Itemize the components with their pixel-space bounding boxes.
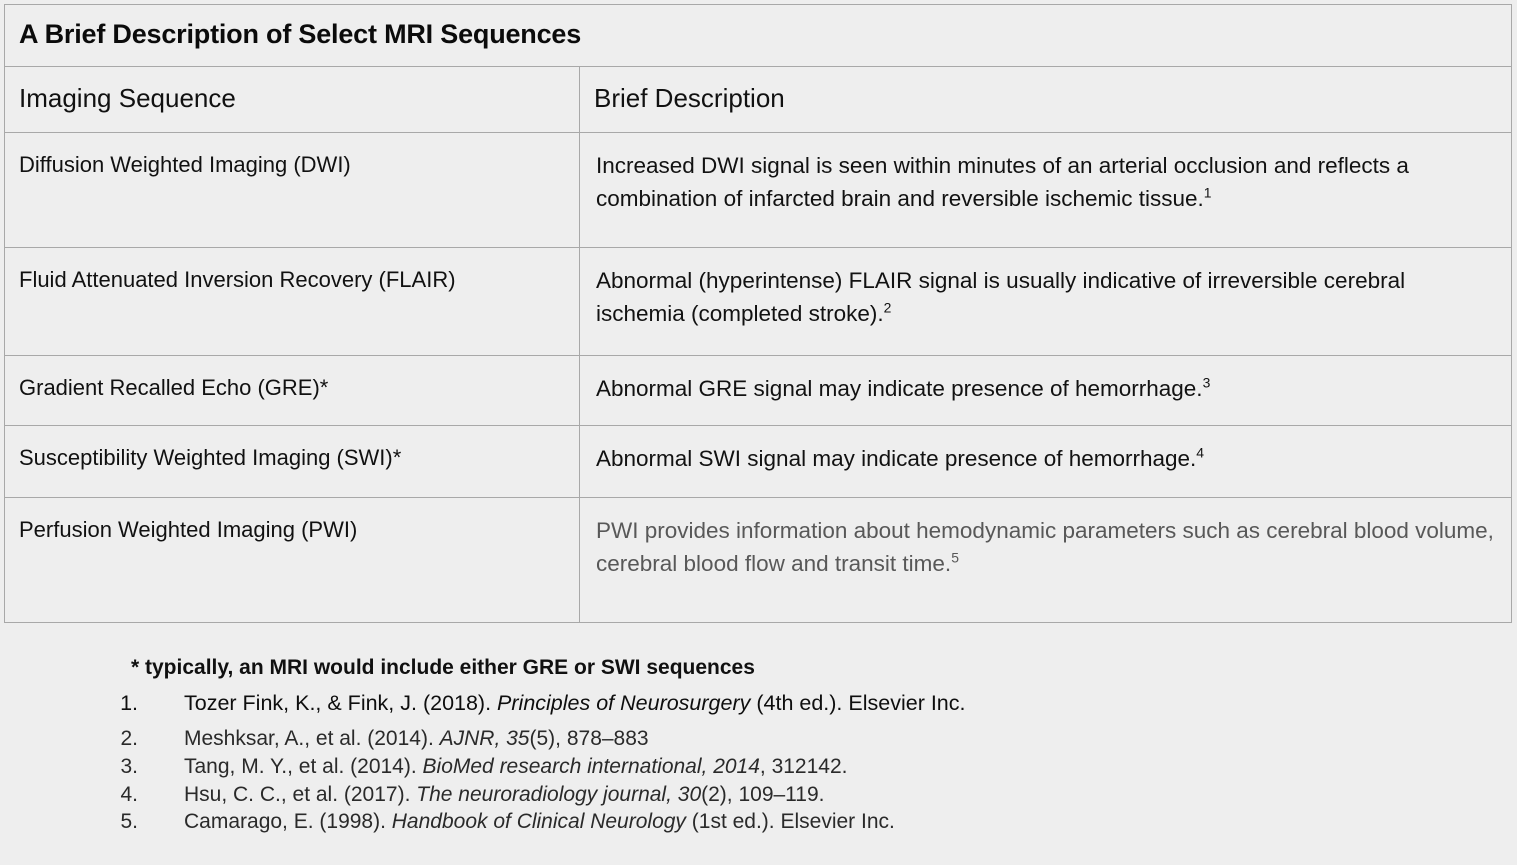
table-title-row: A Brief Description of Select MRI Sequen…: [4, 4, 1512, 67]
citation-marker: 1: [1203, 184, 1212, 201]
column-header-brief-description: Brief Description: [579, 66, 1512, 133]
list-item: 3. Tang, M. Y., et al. (2014). BioMed re…: [0, 753, 1517, 781]
citation-marker: 2: [883, 299, 892, 316]
reference-post: (2), 109–119.: [701, 782, 825, 806]
column-header-imaging-sequence: Imaging Sequence: [4, 66, 580, 133]
list-item: 1. Tozer Fink, K., & Fink, J. (2018). Pr…: [0, 689, 1517, 725]
reference-pre: Meshksar, A., et al. (2014).: [184, 727, 440, 751]
table-row: Susceptibility Weighted Imaging (SWI)* A…: [4, 425, 1512, 498]
reference-italic: Handbook of Clinical Neurology: [391, 810, 686, 834]
list-item: 2. Meshksar, A., et al. (2014). AJNR, 35…: [0, 725, 1517, 753]
reference-post: (4th ed.). Elsevier Inc.: [750, 691, 966, 716]
reference-pre: Hsu, C. C., et al. (2017).: [184, 782, 417, 806]
sequence-name-swi: Susceptibility Weighted Imaging (SWI)*: [4, 425, 580, 498]
reference-text: Tozer Fink, K., & Fink, J. (2018). Princ…: [184, 690, 965, 716]
citation-marker: 4: [1196, 444, 1205, 461]
reference-number: 4.: [120, 782, 138, 806]
table-title: A Brief Description of Select MRI Sequen…: [4, 4, 1512, 67]
reference-text: Hsu, C. C., et al. (2017). The neuroradi…: [184, 782, 825, 808]
citation-marker: 5: [951, 549, 959, 566]
sequence-name-flair: Fluid Attenuated Inversion Recovery (FLA…: [4, 247, 580, 356]
sequence-name-pwi: Perfusion Weighted Imaging (PWI): [4, 497, 580, 623]
reference-number: 3.: [120, 755, 138, 779]
reference-number: 1.: [120, 691, 138, 716]
description-text: Increased DWI signal is seen within minu…: [596, 153, 1409, 211]
reference-text: Camarago, E. (1998). Handbook of Clinica…: [184, 809, 895, 835]
sequence-description-pwi: PWI provides information about hemodynam…: [579, 497, 1512, 623]
sequence-description-swi: Abnormal SWI signal may indicate presenc…: [579, 425, 1512, 498]
reference-italic: The neuroradiology journal, 30: [416, 782, 702, 806]
reference-italic: BioMed research international, 2014: [422, 755, 760, 779]
reference-post: (1st ed.). Elsevier Inc.: [685, 810, 895, 834]
reference-number: 5.: [120, 810, 138, 834]
mri-sequences-table: A Brief Description of Select MRI Sequen…: [4, 4, 1512, 623]
reference-list: 1. Tozer Fink, K., & Fink, J. (2018). Pr…: [0, 689, 1517, 836]
reference-pre: Tozer Fink, K., & Fink, J. (2018).: [184, 691, 498, 716]
reference-post: , 312142.: [759, 755, 848, 779]
description-text: Abnormal GRE signal may indicate presenc…: [596, 376, 1203, 401]
table-header-row: Imaging Sequence Brief Description: [4, 66, 1512, 133]
sequence-description-dwi: Increased DWI signal is seen within minu…: [579, 132, 1512, 248]
reference-pre: Tang, M. Y., et al. (2014).: [184, 755, 423, 779]
sequence-description-gre: Abnormal GRE signal may indicate presenc…: [579, 355, 1512, 426]
description-text: Abnormal (hyperintense) FLAIR signal is …: [596, 268, 1406, 326]
table-row: Fluid Attenuated Inversion Recovery (FLA…: [4, 247, 1512, 356]
description-text: Abnormal SWI signal may indicate presenc…: [596, 446, 1197, 471]
reference-italic: AJNR, 35: [439, 727, 530, 751]
reference-italic: Principles of Neurosurgery: [497, 691, 751, 716]
footnotes-section: * typically, an MRI would include either…: [0, 655, 1517, 836]
reference-number: 2.: [120, 727, 138, 751]
table-row: Diffusion Weighted Imaging (DWI) Increas…: [4, 132, 1512, 248]
list-item: 4. Hsu, C. C., et al. (2017). The neuror…: [0, 781, 1517, 809]
sequence-description-flair: Abnormal (hyperintense) FLAIR signal is …: [579, 247, 1512, 356]
asterisk-note: * typically, an MRI would include either…: [131, 656, 755, 679]
reference-text: Meshksar, A., et al. (2014). AJNR, 35(5)…: [184, 726, 649, 752]
sequence-name-dwi: Diffusion Weighted Imaging (DWI): [4, 132, 580, 248]
reference-pre: Camarago, E. (1998).: [184, 810, 392, 834]
table-row: Perfusion Weighted Imaging (PWI) PWI pro…: [4, 497, 1512, 623]
reference-text: Tang, M. Y., et al. (2014). BioMed resea…: [184, 754, 848, 780]
reference-post: (5), 878–883: [529, 727, 649, 751]
table-row: Gradient Recalled Echo (GRE)* Abnormal G…: [4, 355, 1512, 426]
sequence-name-gre: Gradient Recalled Echo (GRE)*: [4, 355, 580, 426]
description-text: PWI provides information about hemodynam…: [596, 518, 1494, 576]
list-item: 5. Camarago, E. (1998). Handbook of Clin…: [0, 808, 1517, 836]
citation-marker: 3: [1202, 374, 1211, 391]
